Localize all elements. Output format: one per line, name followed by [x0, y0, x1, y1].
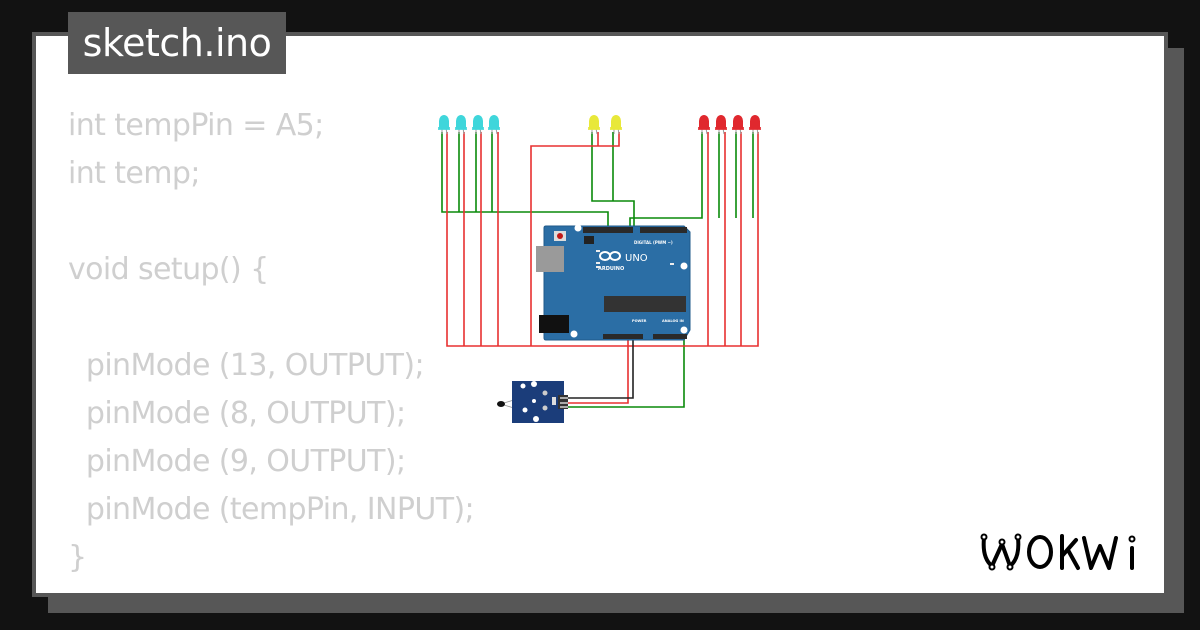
filename-tab: sketch.ino — [68, 12, 286, 74]
wire-gnd-c1 — [446, 132, 759, 347]
ground-wires — [446, 132, 759, 404]
digital-header-2 — [640, 227, 687, 233]
code-line: pinMode (tempPin, INPUT); — [68, 492, 475, 527]
led-red — [715, 115, 727, 135]
code-line: int temp; — [68, 156, 200, 191]
led-yellow — [588, 115, 600, 135]
wire-sensor-gnd — [568, 338, 634, 399]
led-group — [438, 115, 761, 135]
signal-wires — [441, 132, 754, 408]
led-cyan — [438, 115, 450, 135]
led-red — [732, 115, 744, 135]
usb-port — [536, 246, 564, 272]
led-cyan — [455, 115, 467, 135]
led-red — [749, 115, 761, 135]
led-red — [698, 115, 710, 135]
code-preview: int tempPin = A5; int temp; void setup() {… — [68, 102, 475, 582]
analog-header — [653, 334, 687, 339]
arduino-logo-icon — [599, 251, 621, 261]
arduino-uno-board: DIGITAL (PWM ~) UNO ARDUINO POWER ANALOG… — [536, 224, 691, 341]
digital-header-1 — [583, 227, 633, 233]
atmega-chip — [604, 296, 686, 312]
led-cyan — [488, 115, 500, 135]
power-header — [603, 334, 643, 339]
svg-text:DIGITAL (PWM ~): DIGITAL (PWM ~) — [634, 240, 673, 245]
code-line: int tempPin = A5; — [68, 108, 324, 143]
wire-gnd-yellow — [530, 132, 620, 346]
board-name: UNO — [625, 253, 648, 264]
board-brand: ARDUINO — [598, 266, 624, 272]
temperature-sensor-module — [497, 381, 568, 423]
code-line: pinMode (9, OUTPUT); — [68, 444, 406, 479]
wokwi-logo — [980, 533, 1136, 571]
wire-sensor-5v — [568, 338, 629, 404]
thermistor — [497, 401, 505, 407]
code-line: pinMode (8, OUTPUT); — [68, 396, 406, 431]
svg-text:POWER: POWER — [632, 319, 647, 323]
code-line: void setup() { — [68, 252, 269, 287]
power-jack — [539, 315, 569, 333]
wire-cyan-1 — [441, 132, 609, 228]
code-line: pinMode (13, OUTPUT); — [68, 348, 425, 383]
svg-text:ANALOG IN: ANALOG IN — [662, 319, 684, 323]
led-yellow — [610, 115, 622, 135]
code-line: } — [68, 540, 87, 575]
reset-button — [557, 233, 563, 239]
wire-red-led-1 — [629, 132, 703, 228]
led-cyan — [472, 115, 484, 135]
wire-sensor-signal — [568, 338, 685, 408]
